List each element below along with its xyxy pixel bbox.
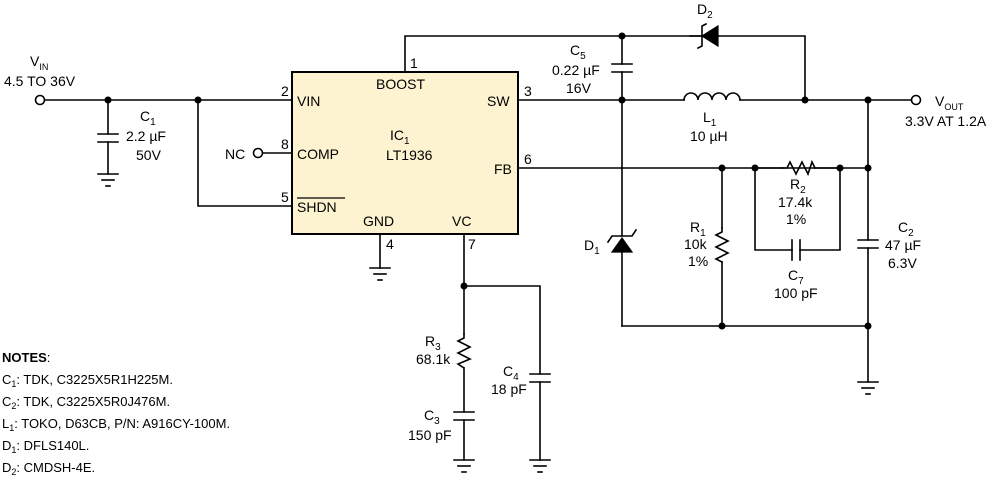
pin-num-gnd: 4 — [386, 236, 394, 252]
label-c4-ref: C4 — [503, 363, 519, 383]
pin-num-sw: 3 — [524, 83, 532, 99]
capacitor-c3 — [453, 411, 475, 421]
label-r2-v1: 17.4k — [778, 194, 813, 210]
junction-dot — [836, 164, 844, 172]
capacitor-c7 — [791, 239, 801, 261]
label-r3-v1: 68.1k — [416, 351, 451, 367]
ground-c1-icon — [97, 173, 119, 187]
label-d2-ref: D2 — [697, 1, 713, 21]
label-d1-ref: D1 — [584, 237, 600, 257]
ground-c2-icon — [857, 381, 879, 395]
junction-dot — [718, 164, 726, 172]
label-c5-v2: 16V — [566, 80, 592, 96]
notes-title: NOTES: — [2, 350, 50, 365]
pin-name-boost: BOOST — [376, 76, 425, 92]
wire-c4 — [463, 285, 541, 375]
label-c4-v1: 18 pF — [491, 381, 527, 397]
notes-item: L1: TOKO, D63CB, P/N: A916CY-100M. — [2, 416, 230, 433]
label-r1-ref: R1 — [690, 219, 706, 239]
notes-block: NOTES: C1: TDK, C3225X5R1H225M. C2: TDK,… — [2, 350, 230, 477]
terminal-vin — [34, 94, 46, 106]
notes-item: C1: TDK, C3225X5R1H225M. — [2, 372, 173, 389]
capacitor-c2 — [857, 239, 879, 249]
terminal-vout — [910, 94, 922, 106]
junction-dot — [618, 32, 626, 40]
label-c2-ref: C2 — [898, 219, 914, 239]
label-c5-v1: 0.22 µF — [552, 62, 600, 78]
wire-shdn — [197, 99, 293, 207]
label-r1-v2: 1% — [688, 253, 708, 269]
label-c2-v2: 6.3V — [888, 255, 917, 271]
junction-dot — [194, 96, 202, 104]
pin-name-fb: FB — [494, 161, 512, 177]
terminal-nc — [252, 147, 264, 159]
pin-num-shdn: 5 — [281, 189, 289, 205]
label-r3-ref: R3 — [425, 333, 441, 353]
pin-name-comp: COMP — [297, 146, 339, 162]
pin-name-sw: SW — [487, 93, 510, 109]
ic-body — [291, 71, 519, 235]
label-l1-v1: 10 µH — [690, 128, 728, 144]
label-c3-v1: 150 pF — [408, 427, 452, 443]
junction-dot — [751, 164, 759, 172]
label-c1-v1: 2.2 µF — [126, 128, 166, 144]
pin-num-fb: 6 — [524, 151, 532, 167]
ic-ref: IC1 — [390, 127, 410, 147]
pin-num-vc: 7 — [468, 236, 476, 252]
notes-item: C2: TDK, C3225X5R0J476M. — [2, 394, 170, 411]
resistor-r1 — [714, 227, 730, 264]
label-c1-ref: C1 — [140, 108, 156, 128]
ground-c4-icon — [529, 459, 551, 473]
resistor-r2 — [782, 159, 817, 177]
junction-dot — [864, 96, 872, 104]
wire-c7-left — [754, 167, 793, 251]
pin-num-vin: 2 — [281, 83, 289, 99]
ground-ic-icon — [369, 267, 391, 281]
diode-d2 — [689, 22, 719, 50]
junction-dot — [801, 96, 809, 104]
label-vout-spec: 3.3V AT 1.2A — [905, 113, 987, 129]
label-r2-ref: R2 — [790, 176, 806, 196]
label-nc: NC — [225, 146, 245, 162]
pin-num-boost: 1 — [410, 55, 418, 71]
junction-dot — [104, 96, 112, 104]
label-vout: VOUT — [935, 93, 964, 112]
pin-num-comp: 8 — [281, 136, 289, 152]
label-c5-ref: C5 — [570, 42, 586, 62]
notes-item: D1: DFLS140L. — [2, 438, 89, 455]
junction-dot — [864, 322, 872, 330]
capacitor-c4 — [529, 373, 551, 383]
pin-name-vin: VIN — [297, 93, 320, 109]
capacitor-c1 — [97, 133, 119, 143]
label-r2-v2: 1% — [786, 211, 806, 227]
label-c7-v1: 100 pF — [774, 285, 818, 301]
resistor-r3 — [456, 333, 472, 370]
pin-name-vc: VC — [452, 213, 471, 229]
label-c7-ref: C7 — [788, 267, 804, 287]
capacitor-c5 — [611, 63, 633, 73]
junction-dot — [460, 282, 468, 290]
label-vin: VIN — [30, 53, 48, 72]
notes-item: D2: CMDSH-4E. — [2, 460, 95, 477]
junction-dot — [618, 96, 626, 104]
label-r1-v1: 10k — [684, 236, 708, 252]
label-c2-v1: 47 µF — [885, 237, 921, 253]
pin-name-shdn: SHDN — [297, 199, 337, 215]
ic-part: LT1936 — [386, 147, 433, 163]
diode-d1 — [606, 228, 638, 253]
junction-dot — [718, 322, 726, 330]
junction-dot — [864, 164, 872, 172]
wire-boost — [404, 35, 806, 101]
wire-c7-right — [799, 167, 841, 251]
pin-name-gnd: GND — [363, 213, 394, 229]
label-c3-ref: C3 — [424, 407, 440, 427]
inductor-l1 — [683, 92, 741, 101]
label-l1-ref: L1 — [703, 109, 717, 129]
label-c1-v2: 50V — [136, 147, 162, 163]
label-vin-range: 4.5 TO 36V — [4, 73, 76, 89]
ground-c3-icon — [453, 459, 475, 473]
